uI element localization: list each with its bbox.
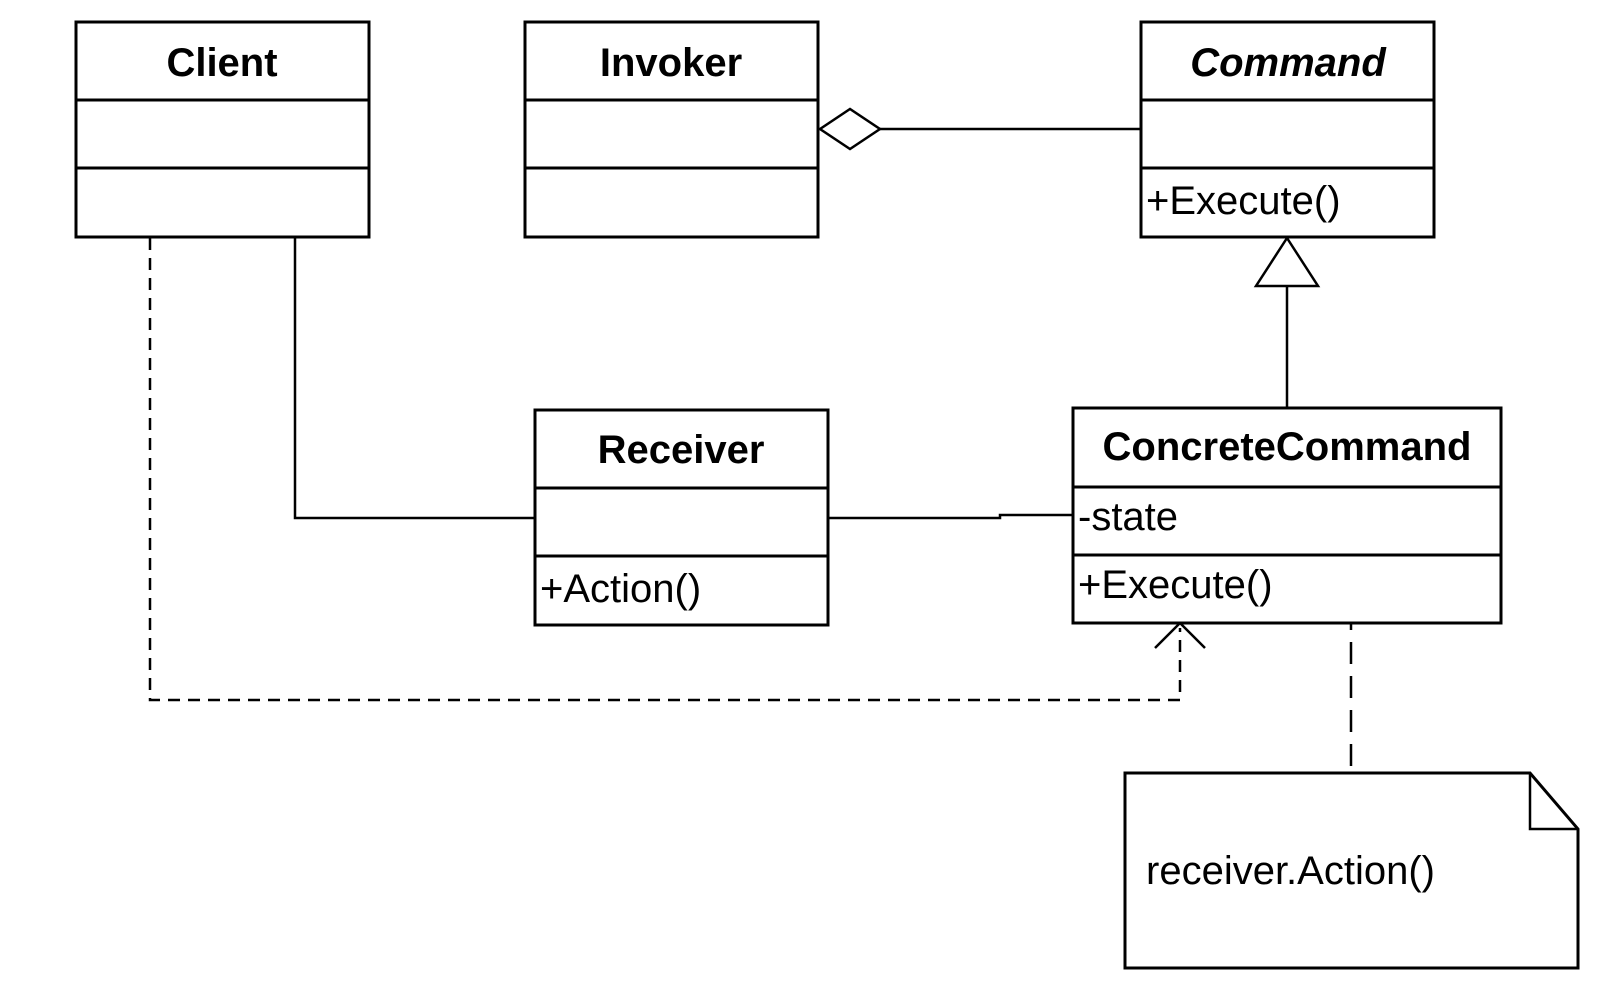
- class-command[interactable]: Command +Execute(): [1139, 20, 1436, 239]
- class-attributes: -state: [1078, 495, 1178, 539]
- generalization-concretecommand-command: [1253, 235, 1321, 407]
- class-operations: +Action(): [540, 567, 701, 611]
- class-name: Command: [1190, 41, 1387, 85]
- class-name: Client: [166, 41, 277, 85]
- aggregation-invoker-command: [817, 107, 1143, 151]
- aggregation-diamond-icon: [817, 107, 883, 151]
- class-name: ConcreteCommand: [1103, 425, 1472, 469]
- note-folded-corner-icon: [1528, 773, 1578, 831]
- class-concretecommand[interactable]: ConcreteCommand -state +Execute(): [1071, 406, 1503, 625]
- association-client-receiver: [293, 238, 535, 520]
- note[interactable]: receiver.Action(): [1123, 771, 1580, 970]
- inheritance-triangle-icon: [1253, 235, 1321, 288]
- association-receiver-concretecommand: [827, 513, 1072, 520]
- class-operations: +Execute(): [1146, 179, 1341, 223]
- class-operations: +Execute(): [1078, 563, 1273, 607]
- class-client[interactable]: Client: [74, 20, 371, 239]
- note-text: receiver.Action(): [1146, 849, 1435, 893]
- class-name: Invoker: [600, 41, 742, 85]
- class-invoker[interactable]: Invoker: [523, 20, 820, 239]
- class-name: Receiver: [598, 428, 765, 472]
- class-receiver[interactable]: Receiver +Action(): [533, 408, 830, 627]
